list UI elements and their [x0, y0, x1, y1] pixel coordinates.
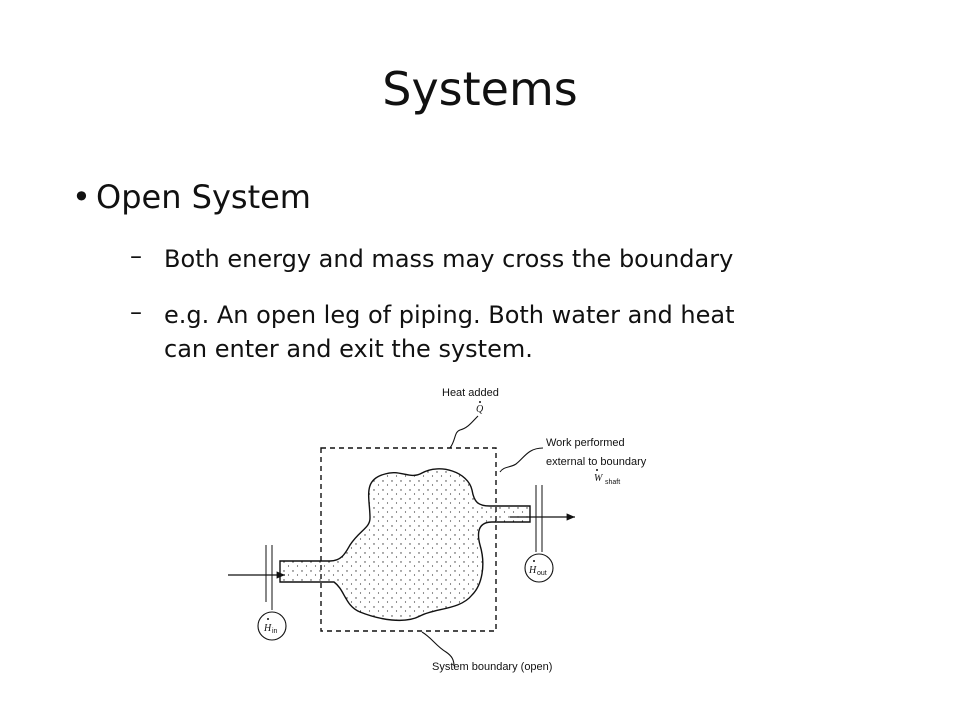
- heat-added-label: Heat added: [442, 387, 499, 399]
- sub-bullet-text: Both energy and mass may cross the bound…: [164, 245, 734, 273]
- work-symbol: W: [594, 473, 604, 484]
- bullet-dot: •: [72, 178, 91, 216]
- sub-bullet-dash: –: [130, 242, 142, 270]
- work-dot: [596, 469, 598, 471]
- h-out-dot: [533, 560, 535, 562]
- h-in-symbol: H: [263, 623, 272, 634]
- system-boundary-label: System boundary (open): [432, 661, 552, 673]
- open-system-diagram: H in H out Heat added Q Work performed e…: [228, 387, 647, 673]
- work-leader-line: [499, 447, 544, 473]
- heat-dot: [479, 401, 481, 403]
- sub-bullet-text: e.g. An open leg of piping. Both water a…: [164, 298, 735, 366]
- sub-bullet-dash: –: [130, 298, 142, 326]
- bullet-text: Open System: [96, 178, 311, 216]
- h-in-subscript: in: [272, 628, 278, 635]
- heat-symbol: Q: [476, 404, 484, 415]
- work-subscript: shaft: [605, 479, 620, 486]
- slide-title: Systems: [382, 62, 578, 116]
- sub-bullet-line-1: e.g. An open leg of piping. Both water a…: [164, 301, 735, 329]
- sub-bullet-line-2: can enter and exit the system.: [164, 335, 533, 363]
- h-out-circle: [524, 553, 554, 583]
- h-in-circle: [257, 611, 287, 641]
- heat-leader-line: [449, 415, 479, 449]
- system-boundary-box: [320, 447, 497, 632]
- boundary-leader-line: [421, 631, 455, 667]
- work-label-line-2: external to boundary: [546, 456, 647, 468]
- fluid-body: [279, 468, 531, 622]
- h-out-subscript: out: [537, 570, 547, 577]
- h-out-symbol: H: [528, 565, 537, 576]
- h-in-dot: [267, 618, 269, 620]
- work-label-line-1: Work performed: [546, 437, 625, 449]
